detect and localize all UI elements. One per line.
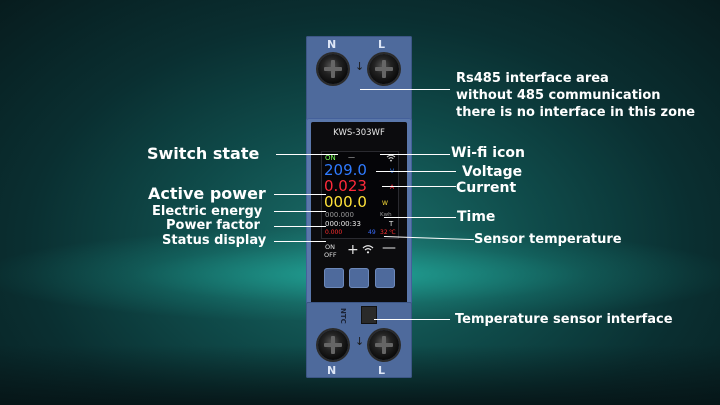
switch-state-label: Switch state [147, 144, 260, 163]
lcd-time-unit: T [389, 220, 394, 228]
lcd-temperature-value: 32 [380, 229, 388, 236]
model-label: KWS-303WF [333, 128, 385, 138]
top-left-screw-icon[interactable] [318, 54, 348, 84]
rs485-label-line2: without 485 communication [456, 88, 661, 103]
plus-icon: + [347, 242, 359, 258]
active-power-label: Active power [148, 184, 266, 203]
switch-state-callout-line [276, 154, 338, 155]
lcd-current-unit: A [390, 184, 395, 191]
electric-energy-callout-line [274, 211, 326, 212]
rs485-callout-line [360, 89, 450, 90]
button-wifi-icon [362, 245, 374, 254]
sensor-temperature-label: Sensor temperature [474, 232, 622, 247]
minus-button[interactable] [375, 268, 395, 288]
power-factor-callout-line [274, 226, 326, 227]
rs485-label-line1: Rs485 interface area [456, 71, 609, 86]
bottom-arrow-icon: ↓ [355, 335, 365, 348]
lcd-temperature-unit: ℃ [389, 229, 396, 236]
bottom-terminal-block: ↓ N L [306, 302, 412, 378]
active-power-callout-line [274, 194, 326, 195]
off-label: OFF [324, 251, 337, 259]
ntc-label: NTC [339, 308, 347, 324]
lcd-voltage-value: 209.0 [324, 161, 367, 179]
bottom-terminal-l-label: L [378, 364, 386, 377]
top-arrow-icon: ↓ [355, 60, 365, 73]
wifi-callout-line [380, 154, 450, 155]
lcd-display: ON — 209.0 V 0.023 A 000.0 W 000.000 Kwh… [321, 151, 399, 239]
status-display-callout-line [274, 241, 326, 242]
wifi-icon [386, 154, 396, 162]
lcd-status-value: 49 [368, 229, 376, 236]
power-factor-label: Power factor [166, 218, 260, 233]
lcd-current-value: 0.023 [324, 177, 367, 195]
status-display-label: Status display [162, 233, 267, 248]
lcd-dash: — [348, 153, 355, 161]
current-callout-line [382, 186, 456, 187]
on-off-button[interactable] [324, 268, 344, 288]
front-panel: KWS-303WF ON — 209.0 V 0.023 A 000.0 W 0… [311, 122, 407, 310]
top-terminal-n-label: N [327, 38, 337, 51]
time-callout-line [384, 217, 456, 218]
lcd-energy-unit: Kwh [380, 212, 392, 218]
lcd-power-value: 000.0 [324, 193, 367, 211]
wifi-icon-label: Wi-fi icon [451, 145, 525, 161]
lcd-power-factor-value: 0.000 [325, 229, 343, 236]
temperature-sensor-port[interactable] [361, 306, 377, 324]
energy-meter-device: N L ↓ KWS-303WF ON — 209.0 V 0.023 A 000… [306, 36, 412, 378]
lcd-time-value: 000:00:33 [325, 220, 361, 228]
top-right-screw-icon[interactable] [369, 54, 399, 84]
device-face: KWS-303WF ON — 209.0 V 0.023 A 000.0 W 0… [306, 118, 412, 312]
bottom-right-screw-icon[interactable] [369, 330, 399, 360]
top-terminal-block: N L ↓ [306, 36, 412, 128]
voltage-callout-line [376, 171, 456, 172]
rs485-label-line3: there is no interface in this zone [456, 105, 696, 120]
voltage-label: Voltage [462, 164, 523, 180]
bottom-left-screw-icon[interactable] [318, 330, 348, 360]
on-label: ON [325, 243, 335, 251]
lcd-switch-state: ON [325, 154, 336, 162]
lcd-energy-value: 000.000 [325, 211, 354, 219]
sensor-interface-callout-line [374, 319, 450, 320]
current-label: Current [456, 180, 517, 196]
minus-icon: — [382, 240, 396, 256]
time-label: Time [457, 209, 496, 225]
top-terminal-l-label: L [378, 38, 386, 51]
lcd-power-unit: W [382, 200, 388, 207]
plus-button[interactable] [349, 268, 369, 288]
temperature-sensor-interface-label: Temperature sensor interface [455, 312, 673, 327]
bottom-terminal-n-label: N [327, 364, 337, 377]
electric-energy-label: Electric energy [152, 204, 263, 219]
